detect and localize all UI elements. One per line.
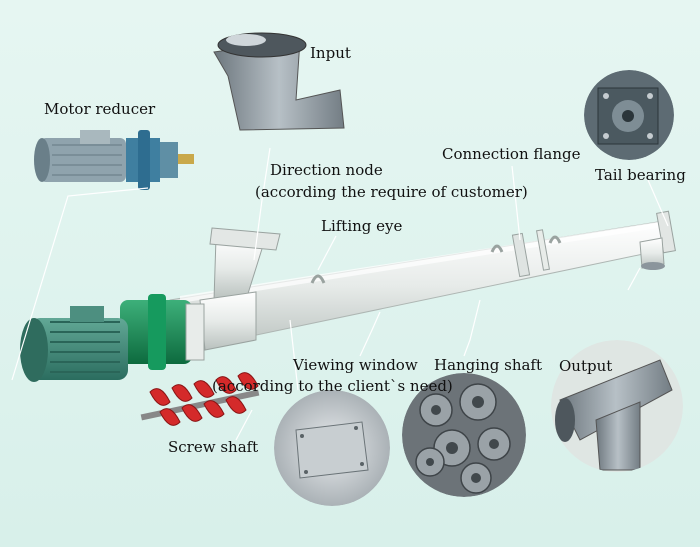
- label-output: Output: [559, 357, 613, 375]
- drive-unit: [20, 294, 205, 382]
- leader-lines: [11, 147, 669, 441]
- motor-reducer-image: [34, 130, 194, 190]
- input-chute-image: [213, 32, 345, 131]
- label-input: Input: [310, 44, 351, 62]
- label-motor-reducer: Motor reducer: [44, 100, 156, 118]
- viewing-window-image: [274, 390, 390, 506]
- label-direction-node: Direction node: [270, 161, 383, 179]
- screw-shaft-image: [140, 372, 260, 426]
- label-viewing-window: Viewing window: [293, 356, 418, 374]
- lifting-eyes: [310, 235, 562, 284]
- output-spout: [639, 237, 665, 270]
- label-connection-flange: Connection flange: [442, 145, 581, 163]
- output-image: [551, 340, 683, 472]
- label-screw-shaft: Screw shaft: [168, 438, 259, 456]
- label-tail-bearing: Tail bearing: [595, 166, 686, 184]
- direction-node: [199, 227, 281, 351]
- connection-flanges: [511, 210, 676, 278]
- label-hanging-shaft: Hanging shaft: [434, 356, 542, 374]
- hanging-shaft-image: [402, 373, 526, 497]
- tail-bearing-image: [584, 70, 674, 160]
- label-lifting-eye: Lifting eye: [321, 217, 403, 235]
- label-direction-note: (according the require of customer): [255, 183, 528, 201]
- label-viewing-note: (according to the client`s need): [212, 377, 453, 395]
